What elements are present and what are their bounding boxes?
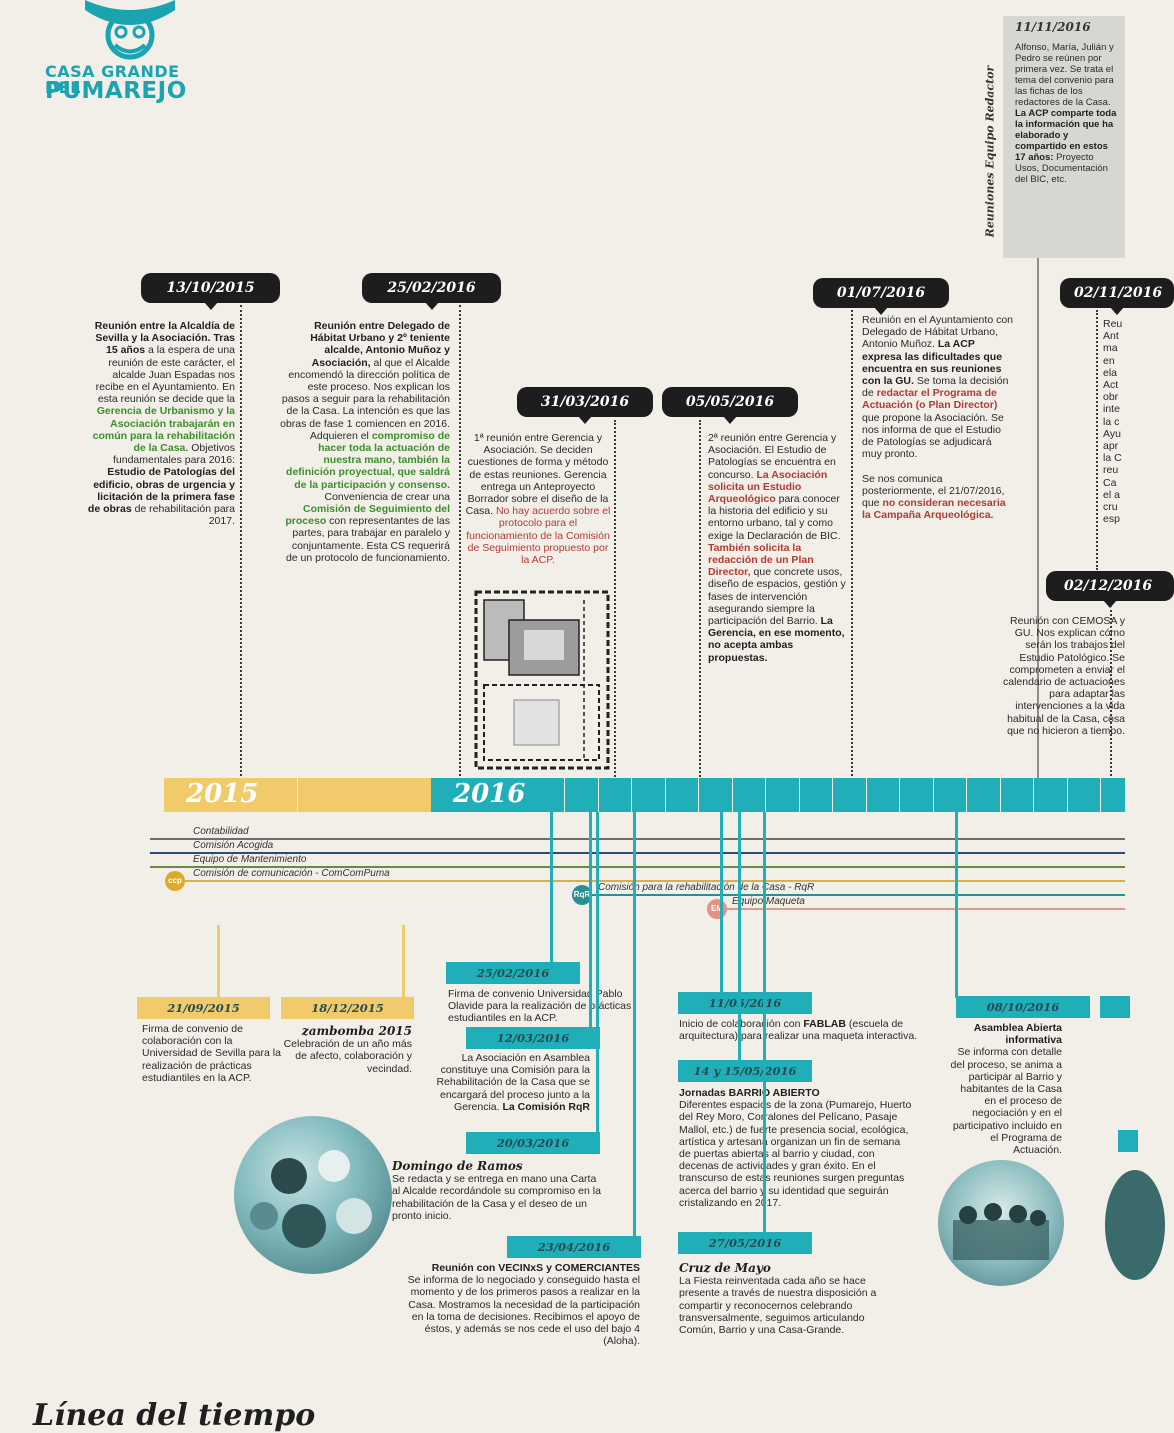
equipo-redactor-text: Alfonso, María, Julián y Pedro se reúnen… <box>1015 42 1117 185</box>
year-label-2015: 2015 <box>186 779 259 809</box>
event-connector <box>240 305 242 780</box>
equipo-redactor-panel: 11/11/2016 Alfonso, María, Julián y Pedr… <box>1003 16 1125 258</box>
event-date-box: 20/03/2016 <box>466 1132 600 1154</box>
commission-badge: RqR <box>572 885 592 905</box>
event-connector <box>955 812 958 998</box>
event-date-box: 11/05/2016 <box>678 992 812 1014</box>
event-description: Reunión entre la Alcaldía de Sevilla y l… <box>87 320 235 528</box>
event-date-box: 12/03/2016 <box>466 1027 600 1049</box>
commission-label: Equipo de Mantenimiento <box>193 854 307 865</box>
event-connector <box>596 812 599 1132</box>
event-description: Reunión con CEMOSA y GU. Nos explican có… <box>1002 615 1125 737</box>
logo: CASA GRANDE DEL PUMAREJO <box>45 0 215 110</box>
event-date-box-clipped <box>1100 996 1130 1018</box>
event-connector <box>633 812 636 1236</box>
logo-line-1: CASA GRANDE DEL <box>45 62 180 97</box>
timeline-bar-2016: 2016 <box>431 778 1125 812</box>
commission-line <box>150 866 1125 868</box>
event-connector <box>550 812 553 964</box>
page-title: Línea del tiempo <box>33 1398 316 1433</box>
event-date-box: 25/02/2016 <box>446 962 580 984</box>
event-connector <box>699 420 701 780</box>
event-date-box: 18/12/2015 <box>281 997 414 1019</box>
event-connector <box>1096 310 1098 570</box>
event-date-box: 14 y 15/05/2016 <box>678 1060 812 1082</box>
event-date-pill: 31/03/2016 <box>517 387 653 424</box>
event-description: Firma de convenio de colaboración con la… <box>142 1023 281 1084</box>
event-connector <box>614 420 616 780</box>
event-connector <box>763 812 766 1232</box>
commission-label: Comisión para la rehabilitación de la Ca… <box>598 882 815 893</box>
commission-badge: EM <box>707 899 727 919</box>
event-connector <box>851 310 853 780</box>
event-description: Firma de convenio Universidad Pablo Olav… <box>448 988 632 1025</box>
event-date-pill: 13/10/2015 <box>141 273 280 310</box>
commission-badge: ccp <box>165 871 185 891</box>
commission-label: Contabilidad <box>193 826 249 837</box>
event-date-box: 08/10/2016 <box>956 996 1090 1018</box>
equipo-redactor-connector <box>1037 258 1039 778</box>
commission-line <box>150 838 1125 840</box>
event-description: La Asociación en Asamblea constituye una… <box>436 1052 590 1113</box>
event-date-box: 21/09/2015 <box>137 997 270 1019</box>
event-description: Reunión entre Delegado de Hábitat Urbano… <box>280 320 450 564</box>
equipo-redactor-side-label: Reuniones Equipo Redactor <box>983 65 997 238</box>
commission-line <box>726 908 1125 910</box>
commission-label: Comisión Acogida <box>193 840 274 851</box>
event-date-box: 27/05/2016 <box>678 1232 812 1254</box>
commission-line <box>185 880 1125 882</box>
event-description: 1ª reunión entre Gerencia y Asociación. … <box>465 432 611 567</box>
event-date-pill: 25/02/2016 <box>362 273 501 310</box>
commission-label: Comisión de comunicación - ComComPuma <box>193 868 390 879</box>
event-date-box-clipped <box>1118 1130 1138 1152</box>
logo-mascot-icon <box>85 0 175 60</box>
commission-line <box>592 894 1125 896</box>
floor-plan-image <box>474 590 610 770</box>
logo-line-2: PUMAREJO <box>45 78 187 104</box>
event-connector <box>589 812 592 1027</box>
commission-line <box>150 852 1125 854</box>
equipo-redactor-date: 11/11/2016 <box>1015 20 1091 34</box>
event-connector <box>402 925 405 997</box>
event-description: Reunión en el Ayuntamiento con Delegado … <box>862 314 1013 522</box>
event-description: Inicio de colaboración con FABLAB (escue… <box>679 1018 918 1043</box>
commission-label: Equipo Maqueta <box>732 896 805 907</box>
event-connector <box>738 812 741 1060</box>
crowd-image <box>250 1150 372 1248</box>
photo-clipped <box>1105 1170 1165 1280</box>
event-date-pill: 05/05/2016 <box>662 387 798 424</box>
event-description: Reu Ant ma en ela Act obr inte la c Ayu … <box>1103 318 1123 526</box>
event-date-pill: 02/11/2016 <box>1060 278 1174 315</box>
year-label-2016: 2016 <box>453 779 526 809</box>
timeline-bar-2015: 2015 <box>164 778 431 812</box>
event-connector <box>459 305 461 780</box>
event-date-pill: 01/07/2016 <box>813 278 949 315</box>
event-connector <box>720 812 723 992</box>
event-connector <box>217 925 220 997</box>
event-description: 2ª reunión entre Gerencia y Asociación. … <box>708 432 846 664</box>
event-connector <box>1110 605 1112 780</box>
event-date-box: 23/04/2016 <box>507 1236 641 1258</box>
photo-domingo-ramos <box>234 1116 392 1274</box>
photo-asamblea <box>938 1160 1064 1286</box>
event-date-pill: 02/12/2016 <box>1046 571 1174 608</box>
assembly-image <box>953 1203 1049 1260</box>
